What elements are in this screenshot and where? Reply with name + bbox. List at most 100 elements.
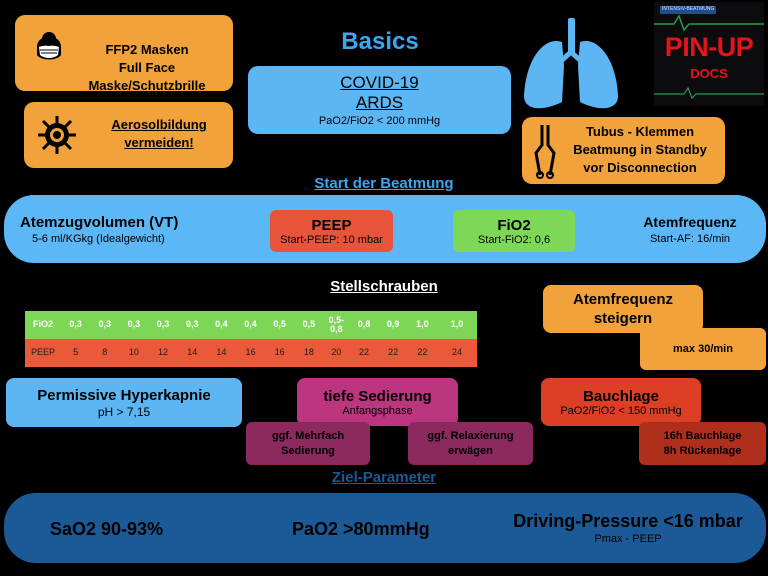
bauchlage-sub: PaO2/FiO2 < 150 mmHg <box>560 404 682 417</box>
hyperkapnie-sub: pH > 7,15 <box>97 404 151 419</box>
table-cell: 0,4 <box>235 311 266 339</box>
hyperkapnie-box: Permissive Hyperkapnie pH > 7,15 <box>6 378 242 427</box>
ziel-dp-sub: Pmax - PEEP <box>594 533 662 545</box>
table-cell: 22 <box>349 339 379 367</box>
table-cell: 22 <box>378 339 408 367</box>
tubus-line1: Tubus - Klemmen <box>585 124 695 139</box>
tubus-box: Tubus - Klemmen Beatmung in Standby vor … <box>522 117 725 184</box>
table-cell: 0,5 <box>294 311 324 339</box>
sedierung-option-relaxierung: ggf. Relaxierung erwägen <box>408 422 533 465</box>
logo-line1: PIN-UP <box>664 32 754 62</box>
table-cell: 0,3 <box>61 311 91 339</box>
sedierung-sub: Anfangsphase <box>342 404 413 417</box>
fio2-peep-table: FiO2 0,3 0,3 0,3 0,3 0,3 0,4 0,4 0,5 0,5… <box>25 311 477 367</box>
af-max: max 30/min <box>673 343 733 355</box>
ziel-dp-section: Driving-Pressure <16 mbar Pmax - PEEP <box>492 511 764 545</box>
ziel-sao2: SaO2 90-93% <box>50 519 164 539</box>
tubus-text: Tubus - Klemmen Beatmung in Standby vor … <box>558 123 722 177</box>
bauchlage-d2: 8h Rückenlage <box>663 444 742 457</box>
covid-sub: PaO2/FiO2 < 200 mmHg <box>318 115 441 127</box>
aerosol-line1: Aerosolbildung <box>111 117 207 132</box>
opt1-line1: ggf. Mehrfach <box>271 429 345 442</box>
table-cell: 10 <box>119 339 149 367</box>
table-cell: 14 <box>206 339 236 367</box>
af-max-box: max 30/min <box>640 328 766 370</box>
table-cell: 8 <box>90 339 120 367</box>
fio2-label: FiO2 <box>497 216 531 234</box>
table-cell: 0,3 <box>90 311 120 339</box>
ppe-text: FFP2 Masken Full Face Maske/Schutzbrille <box>63 41 231 95</box>
table-cell: 22 <box>407 339 437 367</box>
clamp-icon <box>532 123 558 179</box>
face-mask-icon <box>29 25 69 65</box>
start-heading: Start der Beatmung <box>314 175 454 192</box>
fio2-sub: Start-FiO2: 0,6 <box>477 233 551 246</box>
table-cell: 24 <box>437 339 477 367</box>
opt2-line2: erwägen <box>448 444 493 457</box>
bauchlage-d1: 16h Bauchlage <box>663 429 742 442</box>
aerosol-text: Aerosolbildung vermeiden! <box>94 116 224 152</box>
vt-section: Atemzugvolumen (VT) 5-6 ml/KGkg (Idealge… <box>20 214 240 245</box>
af-sub: Start-AF: 16/min <box>649 233 731 245</box>
opt2-line1: ggf. Relaxierung <box>427 429 514 442</box>
table-cell: 16 <box>235 339 266 367</box>
table-cell: 18 <box>294 339 324 367</box>
table-cell: 0,9 <box>378 311 408 339</box>
table-cell: 20 <box>323 339 350 367</box>
tubus-line2: Beatmung in Standby <box>573 142 707 157</box>
bauchlage-label: Bauchlage <box>583 387 659 405</box>
ppe-line1: FFP2 Masken <box>105 42 189 57</box>
covid-line1: COVID-19 <box>340 73 419 92</box>
table-cell: 5 <box>61 339 91 367</box>
ziel-pao2: PaO2 >80mmHg <box>292 519 430 539</box>
logo-top-text: INTENSIV-BEATMUNG <box>662 6 715 12</box>
table-cell: 14 <box>177 339 207 367</box>
table-cell: 0,3 <box>119 311 149 339</box>
aerosol-line2: vermeiden! <box>124 135 194 150</box>
table-row-peep: PEEP 5 8 10 12 14 14 16 16 18 20 22 22 2… <box>25 339 477 367</box>
opt1-line2: Sedierung <box>281 444 335 457</box>
table-cell: 12 <box>148 339 178 367</box>
table-cell: 16 <box>265 339 295 367</box>
page-title: Basics <box>341 28 419 55</box>
af-up-line1: Atemfrequenz <box>572 291 673 308</box>
fio2-box: FiO2 Start-FiO2: 0,6 <box>453 210 575 252</box>
sedierung-box: tiefe Sedierung Anfangsphase <box>297 378 458 426</box>
stell-heading: Stellschrauben <box>330 278 438 295</box>
hyperkapnie-label: Permissive Hyperkapnie <box>37 386 211 404</box>
table-cell: 0,5-0,8 <box>323 311 350 339</box>
sedierung-option-mehrfach: ggf. Mehrfach Sedierung <box>246 422 370 465</box>
table-cell: 1,0 <box>407 311 437 339</box>
peep-box: PEEP Start-PEEP: 10 mbar <box>270 210 393 252</box>
pin-up-docs-logo: INTENSIV-BEATMUNG PIN-UP DOCS <box>654 2 764 106</box>
vt-sub: 5-6 ml/KGkg (Idealgewicht) <box>32 233 165 245</box>
table-cell: PEEP <box>25 339 61 367</box>
af-label: Atemfrequenz <box>643 214 737 230</box>
peep-sub: Start-PEEP: 10 mbar <box>280 233 383 246</box>
af-increase-box: Atemfrequenz steigern <box>543 285 703 333</box>
table-cell: 0,5 <box>265 311 295 339</box>
ziel-heading: Ziel-Parameter <box>331 469 437 486</box>
bauchlage-box: Bauchlage PaO2/FiO2 < 150 mmHg <box>541 378 701 426</box>
bauchlage-detail-box: 16h Bauchlage 8h Rückenlage <box>639 422 766 465</box>
covid-line2: ARDS <box>355 93 404 112</box>
virus-icon <box>36 114 78 156</box>
table-cell: 0,4 <box>206 311 236 339</box>
logo-line2: DOCS <box>690 66 728 81</box>
af-up-line2: steigern <box>593 310 653 327</box>
tubus-line3: vor Disconnection <box>583 160 697 175</box>
table-cell: FiO2 <box>25 311 61 339</box>
af-section: Atemfrequenz Start-AF: 16/min <box>620 214 760 245</box>
covid-box: COVID-19 ARDS PaO2/FiO2 < 200 mmHg <box>248 66 511 134</box>
ppe-line2: Full Face Maske/Schutzbrille <box>88 60 206 93</box>
vt-label: Atemzugvolumen (VT) <box>20 214 179 231</box>
table-cell: 0,8 <box>349 311 379 339</box>
ziel-dp: Driving-Pressure <16 mbar <box>513 511 743 531</box>
table-cell: 1,0 <box>437 311 477 339</box>
table-row-fio2: FiO2 0,3 0,3 0,3 0,3 0,3 0,4 0,4 0,5 0,5… <box>25 311 477 339</box>
lungs-icon <box>520 16 622 116</box>
ppe-box: FFP2 Masken Full Face Maske/Schutzbrille <box>15 15 233 93</box>
table-cell: 0,3 <box>177 311 207 339</box>
ziel-bar <box>4 493 766 563</box>
table-cell: 0,3 <box>148 311 178 339</box>
